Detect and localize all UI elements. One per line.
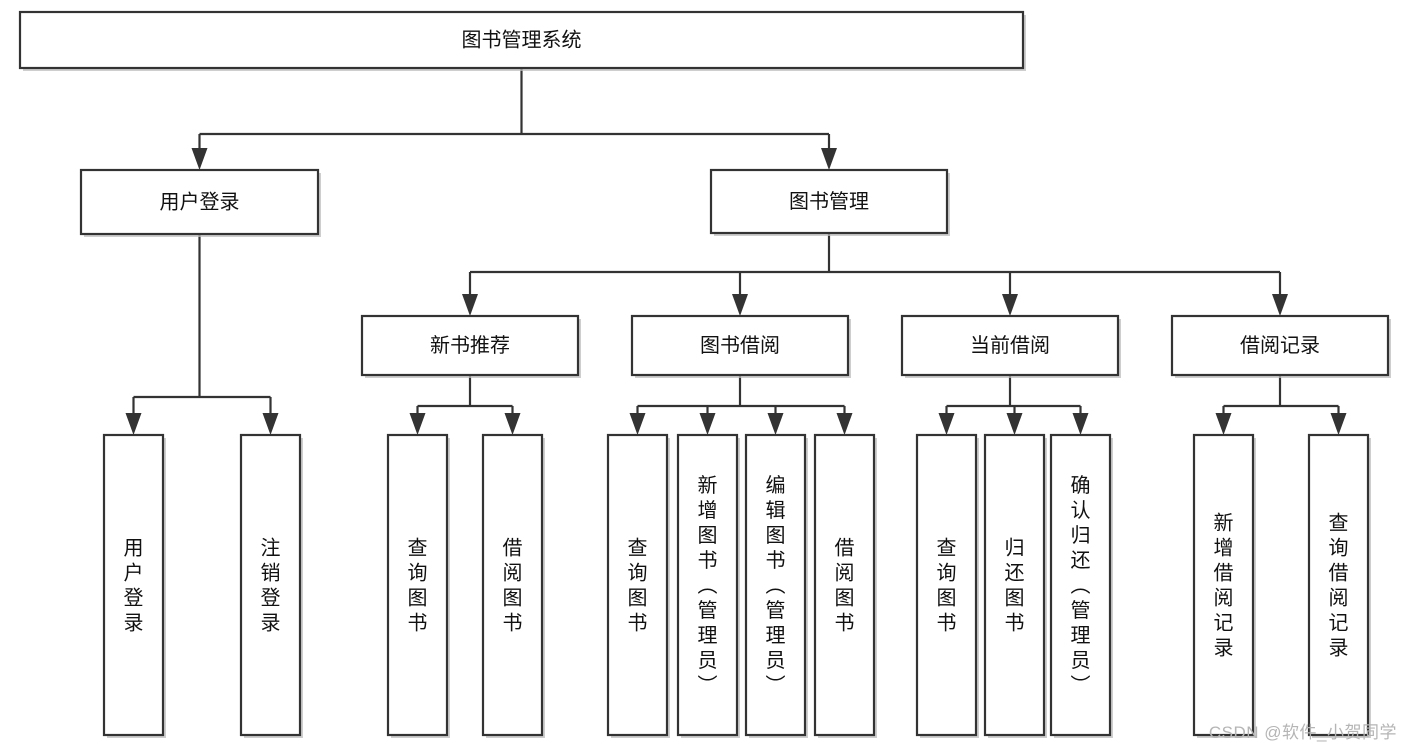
- edge-record-to-leaves: [1215, 375, 1347, 435]
- leaf-return-book-outline[interactable]: [983, 433, 1046, 737]
- leaf-user-login-outline[interactable]: [102, 433, 165, 737]
- leaf-borrow-book-recommend-label: 借阅图书: [503, 537, 523, 635]
- leaf-edit-book-admin[interactable]: 编辑图书︵管理员︶: [744, 433, 808, 738]
- leaf-borrow-book[interactable]: 借阅图书: [813, 433, 877, 738]
- leaf-query-book-current-outline[interactable]: [915, 433, 978, 737]
- node-book-borrow-outline[interactable]: [630, 314, 850, 377]
- leaf-query-book-current[interactable]: 查询图书: [915, 433, 979, 738]
- node-user-login[interactable]: 用户登录: [79, 168, 321, 237]
- node-root-system-label: 图书管理系统: [462, 28, 582, 51]
- leaf-query-book-current-label: 查询图书: [937, 537, 957, 635]
- leaf-add-borrow-record-outline[interactable]: [1192, 433, 1255, 737]
- node-user-login-label: 用户登录: [160, 190, 240, 213]
- node-user-login-outline[interactable]: [79, 168, 320, 236]
- node-book-management-outline[interactable]: [709, 168, 949, 235]
- leaf-logout-label: 注销登录: [261, 537, 281, 635]
- edge-recommend-to-leaves: [409, 375, 521, 435]
- leaf-return-book-label: 归还图书: [1005, 537, 1025, 635]
- leaf-edit-book-admin-outline[interactable]: [744, 433, 807, 737]
- node-new-book-recommend-label: 新书推荐: [430, 334, 510, 357]
- node-current-borrow-outline[interactable]: [900, 314, 1120, 377]
- edge-book-mgmt-to-level2: [462, 233, 1288, 316]
- node-current-borrow-label: 当前借阅: [970, 334, 1050, 357]
- edge-user-login-to-leaves: [125, 234, 279, 435]
- node-root-system-outline[interactable]: [18, 10, 1025, 70]
- leaf-borrow-book-recommend[interactable]: 借阅图书: [481, 433, 545, 738]
- leaf-logout[interactable]: 注销登录: [239, 433, 303, 738]
- node-new-book-recommend[interactable]: 新书推荐: [360, 314, 581, 378]
- node-root-system[interactable]: 图书管理系统: [18, 10, 1026, 71]
- leaf-query-borrow-record-label: 查询借阅记录: [1329, 512, 1349, 660]
- leaf-add-book-admin-label: 新增图书︵管理员︶: [698, 474, 718, 697]
- node-book-borrow[interactable]: 图书借阅: [630, 314, 851, 378]
- leaf-query-book-borrow[interactable]: 查询图书: [606, 433, 670, 738]
- node-borrow-record[interactable]: 借阅记录: [1170, 314, 1391, 378]
- leaf-return-book[interactable]: 归还图书: [983, 433, 1047, 738]
- leaf-borrow-book-recommend-outline[interactable]: [481, 433, 544, 737]
- leaf-user-login-label: 用户登录: [124, 538, 144, 635]
- watermark-text: CSDN @软件_小贺同学: [1208, 723, 1397, 742]
- leaf-query-book-recommend-label: 查询图书: [408, 537, 428, 635]
- node-borrow-record-outline[interactable]: [1170, 314, 1390, 377]
- leaf-add-book-admin[interactable]: 新增图书︵管理员︶: [676, 433, 740, 738]
- leaf-add-book-admin-outline[interactable]: [676, 433, 739, 737]
- leaf-confirm-return-admin-label: 确认归还︵管理员︶: [1071, 474, 1091, 697]
- leaf-query-book-borrow-outline[interactable]: [606, 433, 669, 737]
- node-book-borrow-label: 图书借阅: [700, 334, 780, 357]
- leaf-query-book-borrow-label: 查询图书: [628, 537, 648, 635]
- leaf-borrow-book-label: 借阅图书: [835, 537, 855, 635]
- leaf-query-book-recommend-outline[interactable]: [386, 433, 449, 737]
- node-borrow-record-label: 借阅记录: [1240, 334, 1320, 357]
- leaf-edit-book-admin-label: 编辑图书︵管理员︶: [766, 474, 786, 697]
- node-new-book-recommend-outline[interactable]: [360, 314, 580, 377]
- leaf-logout-outline[interactable]: [239, 433, 302, 737]
- edge-current-to-leaves: [938, 375, 1089, 435]
- edge-borrow-to-leaves: [629, 375, 853, 435]
- leaf-query-book-recommend[interactable]: 查询图书: [386, 433, 450, 738]
- edge-root-to-level1: [191, 68, 837, 170]
- connectors-layer: [125, 68, 1347, 435]
- node-current-borrow[interactable]: 当前借阅: [900, 314, 1121, 378]
- leaf-add-borrow-record-label: 新增借阅记录: [1214, 512, 1234, 660]
- leaf-query-borrow-record-outline[interactable]: [1307, 433, 1370, 737]
- leaf-confirm-return-admin[interactable]: 确认归还︵管理员︶: [1049, 433, 1113, 738]
- nodes-layer: 图书管理系统用户登录图书管理新书推荐图书借阅当前借阅借阅记录用户登录注销登录查询…: [18, 10, 1391, 738]
- leaf-add-borrow-record[interactable]: 新增借阅记录: [1192, 433, 1256, 738]
- leaf-user-login[interactable]: 用户登录: [102, 433, 166, 738]
- leaf-borrow-book-outline[interactable]: [813, 433, 876, 737]
- node-book-management[interactable]: 图书管理: [709, 168, 950, 236]
- node-book-management-label: 图书管理: [789, 190, 869, 213]
- leaf-confirm-return-admin-outline[interactable]: [1049, 433, 1112, 737]
- leaf-query-borrow-record[interactable]: 查询借阅记录: [1307, 433, 1371, 738]
